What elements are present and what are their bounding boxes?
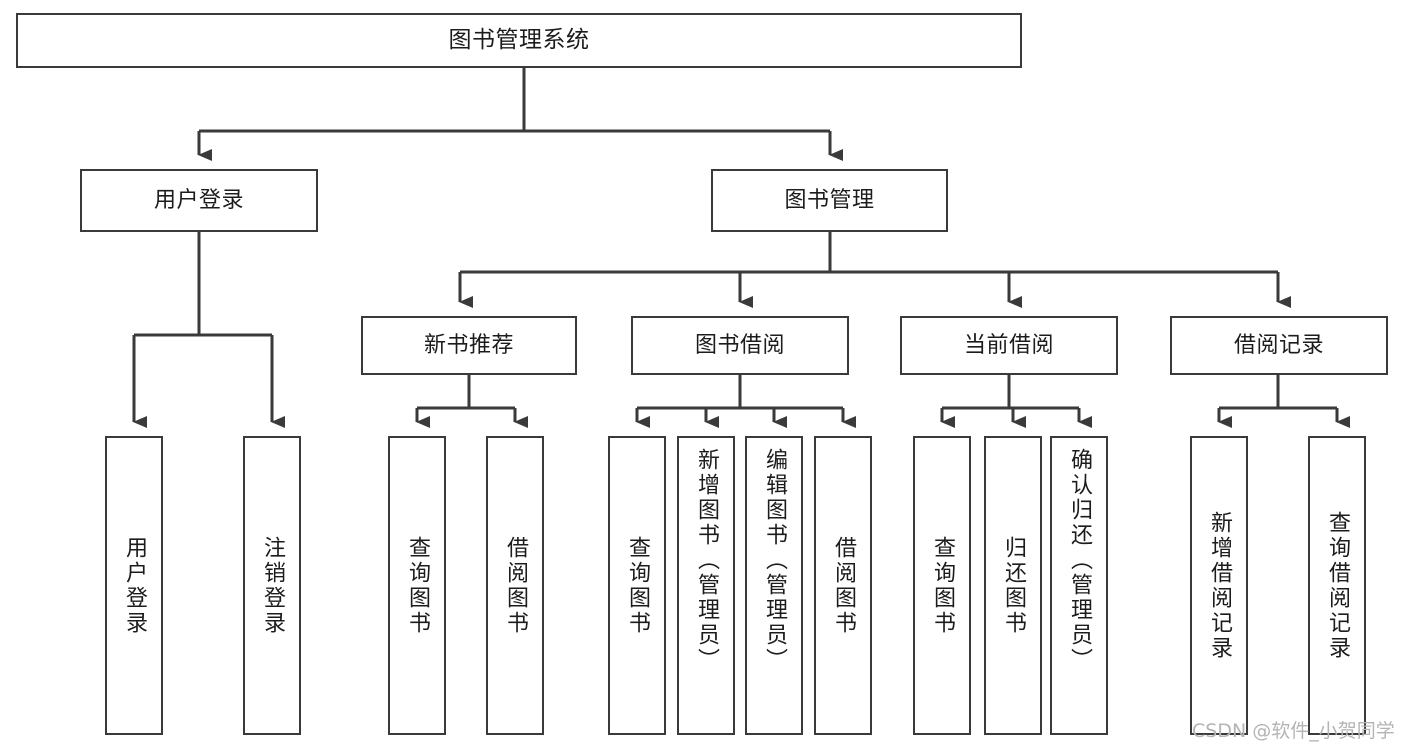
node-leaf-logout-label: 注销登录 bbox=[260, 535, 285, 636]
node-leaf-user-login[interactable]: 用户登录 bbox=[105, 436, 163, 735]
node-leaf-confirm-return-label: 确认归还（管理员） bbox=[1067, 448, 1092, 673]
node-leaf-borrow-book-1[interactable]: 借阅图书 bbox=[486, 436, 544, 735]
node-book-borrow[interactable]: 图书借阅 bbox=[631, 316, 849, 375]
node-leaf-query-book-1-label: 查询图书 bbox=[405, 535, 430, 636]
node-leaf-edit-book[interactable]: 编辑图书（管理员） bbox=[745, 436, 803, 735]
node-borrow-record-label: 借阅记录 bbox=[1233, 332, 1324, 358]
node-leaf-add-book[interactable]: 新增图书（管理员） bbox=[677, 436, 735, 735]
node-leaf-query-book-2-label: 查询图书 bbox=[625, 535, 650, 636]
node-leaf-borrow-book-1-label: 借阅图书 bbox=[503, 535, 528, 636]
node-leaf-query-book-2[interactable]: 查询图书 bbox=[608, 436, 666, 735]
node-leaf-add-book-label: 新增图书（管理员） bbox=[694, 448, 719, 673]
node-current-borrow-label: 当前借阅 bbox=[963, 332, 1054, 358]
node-leaf-return-book[interactable]: 归还图书 bbox=[984, 436, 1042, 735]
node-new-book-rec[interactable]: 新书推荐 bbox=[361, 316, 577, 375]
node-leaf-add-record[interactable]: 新增借阅记录 bbox=[1190, 436, 1248, 735]
node-current-borrow[interactable]: 当前借阅 bbox=[900, 316, 1118, 375]
node-leaf-confirm-return[interactable]: 确认归还（管理员） bbox=[1050, 436, 1108, 735]
node-leaf-query-record[interactable]: 查询借阅记录 bbox=[1308, 436, 1366, 735]
node-user-login-label: 用户登录 bbox=[153, 187, 244, 213]
node-leaf-query-book-3-label: 查询图书 bbox=[930, 535, 955, 636]
node-leaf-logout[interactable]: 注销登录 bbox=[243, 436, 301, 735]
node-root[interactable]: 图书管理系统 bbox=[16, 13, 1022, 68]
csdn-watermark: CSDN @软件_小贺同学 bbox=[1192, 720, 1395, 742]
node-book-manage[interactable]: 图书管理 bbox=[711, 169, 948, 232]
node-leaf-borrow-book-2-label: 借阅图书 bbox=[831, 535, 856, 636]
node-leaf-borrow-book-2[interactable]: 借阅图书 bbox=[814, 436, 872, 735]
node-borrow-record[interactable]: 借阅记录 bbox=[1170, 316, 1388, 375]
node-leaf-query-book-3[interactable]: 查询图书 bbox=[913, 436, 971, 735]
node-root-label: 图书管理系统 bbox=[448, 26, 590, 53]
node-leaf-query-book-1[interactable]: 查询图书 bbox=[388, 436, 446, 735]
node-book-borrow-label: 图书借阅 bbox=[694, 332, 785, 358]
node-leaf-edit-book-label: 编辑图书（管理员） bbox=[762, 448, 787, 673]
node-leaf-add-record-label: 新增借阅记录 bbox=[1207, 510, 1232, 661]
node-leaf-user-login-label: 用户登录 bbox=[122, 535, 147, 636]
node-leaf-return-book-label: 归还图书 bbox=[1001, 535, 1026, 636]
node-book-manage-label: 图书管理 bbox=[784, 187, 875, 213]
node-new-book-rec-label: 新书推荐 bbox=[423, 332, 514, 358]
node-leaf-query-record-label: 查询借阅记录 bbox=[1325, 510, 1350, 661]
node-user-login[interactable]: 用户登录 bbox=[80, 169, 318, 232]
